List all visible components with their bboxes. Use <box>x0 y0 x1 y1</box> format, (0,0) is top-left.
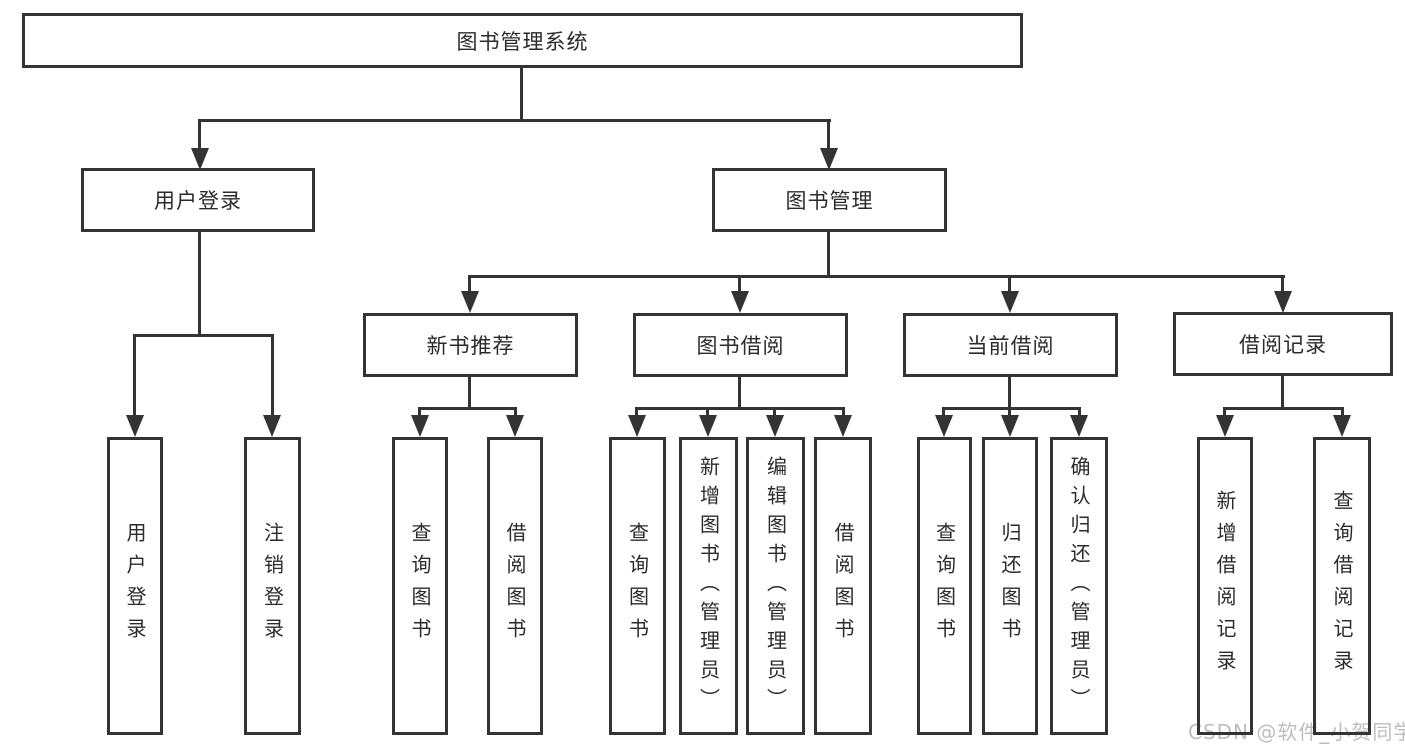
connector-new-books-rail <box>418 407 517 410</box>
leaf-borrow-edit: 编辑图书（管理员） <box>746 437 805 735</box>
leaf-borrow-edit-label: 编辑图书（管理员） <box>763 455 788 717</box>
connector-borrow-records-rail <box>1223 407 1344 410</box>
connector-borrow-records-trunk <box>1281 374 1284 409</box>
leaf-borrow-add: 新增图书（管理员） <box>679 437 738 735</box>
node-current-borrow: 当前借阅 <box>903 313 1118 377</box>
node-borrow-records: 借阅记录 <box>1173 312 1393 376</box>
connector-br-leaf2-shaft <box>1341 407 1344 417</box>
arrow-borrow-records-icon <box>1274 291 1292 313</box>
connector-book-borrow-rail <box>635 407 845 410</box>
arrow-bb-leaf1-icon <box>628 415 646 437</box>
node-book-mgmt-label: 图书管理 <box>785 189 874 213</box>
arrow-br-leaf2-icon <box>1333 415 1351 437</box>
leaf-user-login: 用户登录 <box>107 437 163 735</box>
connector-current-borrow-rail <box>942 407 1081 410</box>
leaf-records-add: 新增借阅记录 <box>1197 437 1253 735</box>
connector-book-borrow-shaft <box>738 275 741 293</box>
arrow-current-borrow-icon <box>1001 291 1019 313</box>
connector-cb-leaf2-shaft <box>1008 407 1011 417</box>
connector-bb-leaf1-shaft <box>635 407 638 417</box>
arrow-cb-leaf1-icon <box>935 415 953 437</box>
connector-cb-leaf1-shaft <box>942 407 945 417</box>
connector-nb-leaf2-shaft <box>514 407 517 417</box>
arrow-bb-leaf2-icon <box>699 415 717 437</box>
node-root: 图书管理系统 <box>22 13 1023 68</box>
arrow-br-leaf1-icon <box>1216 415 1234 437</box>
leaf-current-return-label: 归还图书 <box>998 522 1022 650</box>
connector-book-borrow-trunk <box>738 375 741 409</box>
connector-level3-rail <box>468 275 1285 278</box>
leaf-current-query: 查询图书 <box>917 437 972 735</box>
node-book-mgmt: 图书管理 <box>712 168 947 232</box>
node-root-label: 图书管理系统 <box>456 29 589 54</box>
arrow-ul-leaf2-icon <box>263 415 281 437</box>
connector-ul-leaf2-shaft <box>271 334 274 418</box>
arrow-bb-leaf3-icon <box>766 415 784 437</box>
node-borrow-records-label: 借阅记录 <box>1239 333 1327 357</box>
node-user-login-label: 用户登录 <box>154 189 242 213</box>
leaf-records-query-label: 查询借阅记录 <box>1330 490 1354 682</box>
connector-ul-leaf1-shaft <box>133 334 136 418</box>
connector-bb-leaf2-shaft <box>706 407 709 417</box>
arrow-user-login-icon <box>191 148 209 170</box>
arrow-bb-leaf4-icon <box>834 415 852 437</box>
connector-new-books-shaft <box>468 275 471 293</box>
connector-user-login-shaft <box>198 119 201 151</box>
arrow-cb-leaf3-icon <box>1070 415 1088 437</box>
node-user-login: 用户登录 <box>81 168 315 232</box>
connector-new-books-trunk <box>468 375 471 409</box>
connector-user-login-rail <box>133 334 274 337</box>
leaf-borrow-borrow: 借阅图书 <box>814 437 872 735</box>
arrow-ul-leaf1-icon <box>126 415 144 437</box>
leaf-logout: 注销登录 <box>244 437 301 735</box>
leaf-newbooks-query-label: 查询图书 <box>408 522 432 650</box>
leaf-newbooks-query: 查询图书 <box>392 437 448 735</box>
connector-book-mgmt-trunk <box>827 231 830 277</box>
arrow-nb-leaf2-icon <box>506 415 524 437</box>
leaf-current-confirm: 确认归还（管理员） <box>1050 437 1108 735</box>
node-book-borrow: 图书借阅 <box>633 313 848 377</box>
leaf-newbooks-borrow: 借阅图书 <box>487 437 543 735</box>
arrow-book-mgmt-icon <box>820 148 838 170</box>
connector-book-mgmt-shaft <box>827 119 830 151</box>
connector-current-borrow-shaft <box>1008 275 1011 293</box>
connector-borrow-records-shaft <box>1281 275 1284 293</box>
leaf-current-confirm-label: 确认归还（管理员） <box>1067 455 1091 717</box>
leaf-records-add-label: 新增借阅记录 <box>1213 490 1237 682</box>
connector-user-login-trunk <box>198 231 201 336</box>
node-new-books-label: 新书推荐 <box>426 334 515 358</box>
connector-nb-leaf1-shaft <box>418 407 421 417</box>
node-book-borrow-label: 图书借阅 <box>696 334 785 358</box>
node-current-borrow-label: 当前借阅 <box>966 334 1055 358</box>
leaf-borrow-borrow-label: 借阅图书 <box>831 522 855 650</box>
leaf-borrow-query-label: 查询图书 <box>625 522 650 650</box>
leaf-logout-label: 注销登录 <box>260 522 285 650</box>
arrow-book-borrow-icon <box>731 291 749 313</box>
arrow-nb-leaf1-icon <box>411 415 429 437</box>
leaf-user-login-label: 用户登录 <box>123 522 147 650</box>
node-new-books: 新书推荐 <box>363 313 578 377</box>
connector-root-trunk <box>520 66 523 121</box>
arrow-new-books-icon <box>461 291 479 313</box>
leaf-records-query: 查询借阅记录 <box>1313 437 1371 735</box>
connector-bb-leaf4-shaft <box>842 407 845 417</box>
leaf-current-return: 归还图书 <box>982 437 1038 735</box>
leaf-borrow-query: 查询图书 <box>609 437 666 735</box>
connector-cb-leaf3-shaft <box>1078 407 1081 417</box>
connector-level2-rail <box>198 119 831 122</box>
leaf-newbooks-borrow-label: 借阅图书 <box>503 522 527 650</box>
connector-current-borrow-trunk <box>1008 375 1011 409</box>
connector-bb-leaf3-shaft <box>773 407 776 417</box>
connector-br-leaf1-shaft <box>1223 407 1226 417</box>
leaf-current-query-label: 查询图书 <box>932 522 957 650</box>
leaf-borrow-add-label: 新增图书（管理员） <box>696 455 721 717</box>
arrow-cb-leaf2-icon <box>1001 415 1019 437</box>
